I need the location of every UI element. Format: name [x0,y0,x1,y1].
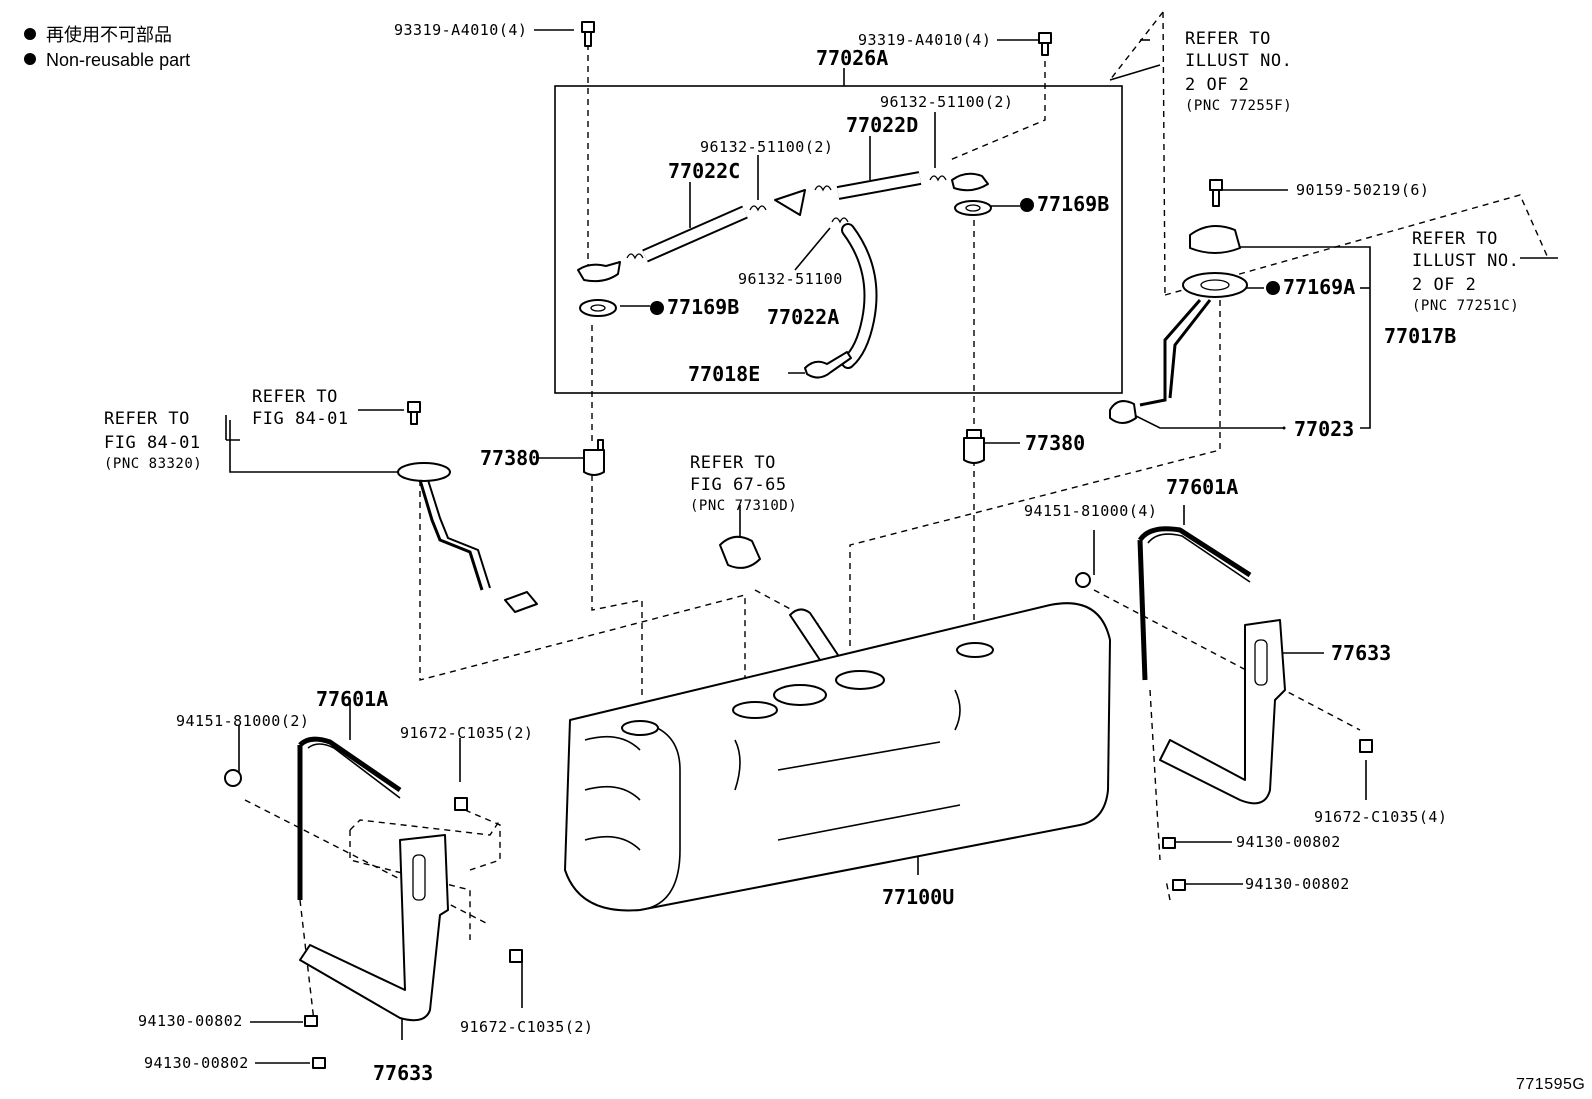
label-77023: 77023 [1294,417,1355,441]
leader-dots [1282,426,1286,430]
refer-right-mid-line3: 2 OF 2 [1412,275,1477,295]
label-bolt-93319-right: 93319-A4010(4) [858,31,992,49]
assembly-box-77026A [554,85,1123,394]
pump-77017B [1109,225,1248,424]
refer-center-line2: FIG 67-65 [690,475,787,495]
leader-lines [225,29,1558,1064]
bolts-top [407,21,1223,425]
refer-right-top-line4: (PNC 77255F) [1185,98,1293,114]
refer-right-top-line3: 2 OF 2 [1185,75,1250,95]
label-nut-94130-left-a: 94130-00802 [138,1012,243,1030]
label-77601A-right: 77601A [1166,475,1239,499]
label-77022A: 77022A [767,305,840,329]
label-bolt-91672-right: 91672-C1035(4) [1314,808,1448,826]
label-clamp-96132-d: 96132-51100(2) [880,93,1014,111]
label-bolt-91672-left-upper: 91672-C1035(2) [400,724,534,742]
fuel-tank-77100U [564,602,1111,912]
refer-right-top-line1: REFER TO [1185,29,1271,49]
label-nut-94151-left: 94151-81000(2) [176,712,310,730]
label-bolt-91672-left-lower: 91672-C1035(2) [460,1018,594,1036]
label-77022D: 77022D [846,113,919,137]
refer-left-outer-line2: FIG 84-01 [104,433,201,453]
label-bolt-93319-left: 93319-A4010(4) [394,21,528,39]
label-77026A: 77026A [816,46,889,70]
label-nut-94151-right: 94151-81000(4) [1024,502,1158,520]
label-77380-right: 77380 [1025,431,1086,455]
refer-center-line3: (PNC 77310D) [690,498,798,514]
label-nut-94130-left-b: 94130-00802 [144,1054,249,1072]
non-reusable-dot-icon [24,28,36,40]
label-77380-left: 77380 [480,446,541,470]
legend-jp: 再使用不可部品 [24,24,172,46]
figure-id: 771595G [1516,1076,1586,1093]
refer-right-mid-line1: REFER TO [1412,229,1498,249]
label-clamp-96132-c: 96132-51100(2) [700,138,834,156]
label-77169B-left: 77169B [650,296,739,318]
parts-77026A [577,171,992,379]
refer-left-outer-line3: (PNC 83320) [104,456,203,472]
label-77633-left: 77633 [373,1061,434,1085]
refer-right-mid-line4: (PNC 77251C) [1412,298,1520,314]
label-nut-94130-right-a: 94130-00802 [1236,833,1341,851]
label-nut-94130-right-b: 94130-00802 [1245,875,1350,893]
label-77100U: 77100U [882,885,955,909]
non-reusable-dot-icon [24,53,36,65]
label-77601A-left: 77601A [316,687,389,711]
non-reusable-dot-icon [650,301,664,315]
filler-cap [719,535,841,665]
label-77633-right: 77633 [1331,641,1392,665]
valves-77380 [583,429,985,476]
label-77169A: 77169A [1266,276,1355,298]
label-77017B: 77017B [1384,324,1457,348]
refer-left-inner-line2: FIG 84-01 [252,409,349,429]
label-77169B-right: 77169B [1020,193,1109,215]
band-bracket-right [1075,526,1373,891]
refer-right-top-line2: ILLUST NO. [1185,51,1293,71]
band-bracket-left [224,736,523,1069]
label-77022C: 77022C [668,159,741,183]
sender-left [397,462,538,613]
label-bolt-90159: 90159-50219(6) [1296,181,1430,199]
assembly-dashed-lines [244,11,1549,1031]
label-clamp-96132: 96132-51100 [738,270,843,288]
non-reusable-dot-icon [1266,281,1280,295]
refer-center-line1: REFER TO [690,453,776,473]
refer-left-outer-line1: REFER TO [104,409,190,429]
refer-right-mid-line2: ILLUST NO. [1412,251,1520,271]
label-77018E: 77018E [688,362,761,386]
refer-left-inner-line1: REFER TO [252,387,338,407]
non-reusable-dot-icon [1020,198,1034,212]
legend-en: Non-reusable part [24,49,190,71]
